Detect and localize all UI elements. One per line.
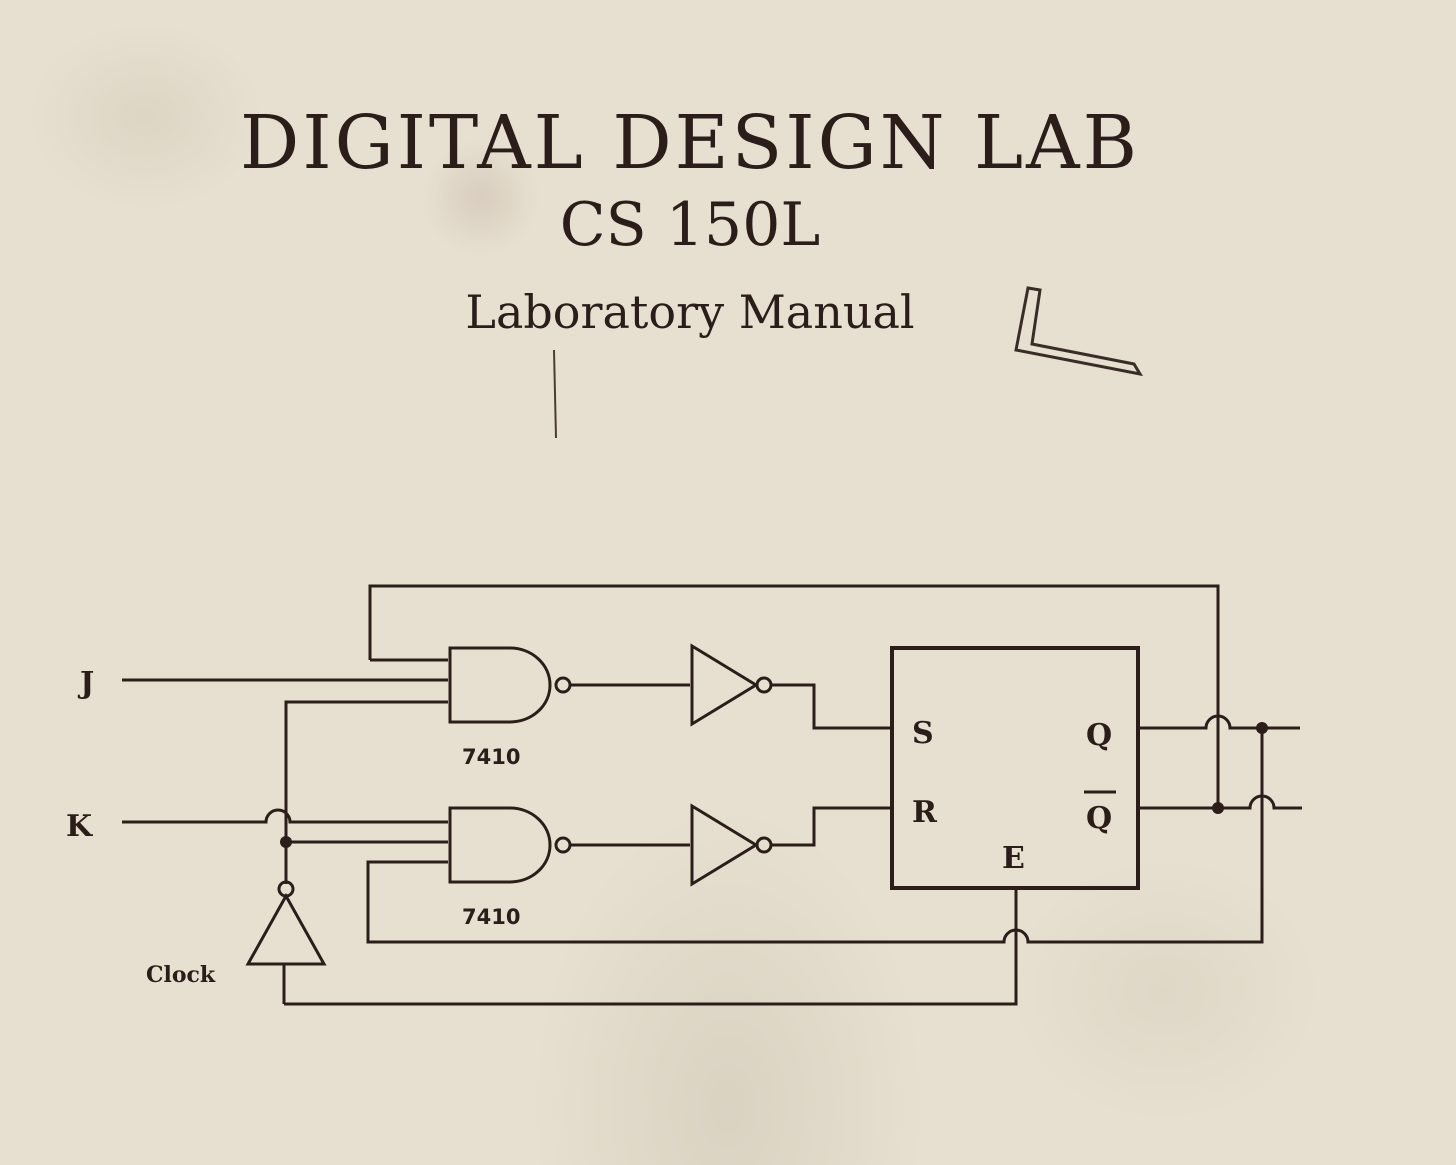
junction-q <box>1256 722 1268 734</box>
enable-wire <box>284 888 1018 1006</box>
junction-clock <box>280 836 292 848</box>
handwritten-mark <box>1014 286 1144 377</box>
clock-to-top-gate-wire <box>284 700 448 884</box>
lower-gate-chip-label: 7410 <box>462 905 520 929</box>
k-input-wire <box>122 808 448 824</box>
lower-inverter-bubble <box>755 836 773 854</box>
r-input-wire <box>771 806 892 847</box>
latch-q-bar-label: Q <box>1086 801 1112 836</box>
latch-s-label: S <box>912 716 934 751</box>
course-code: CS 150L <box>559 190 821 260</box>
s-input-wire <box>771 683 892 730</box>
junction-q-bar <box>1212 802 1224 814</box>
latch-q-label: Q <box>1086 718 1112 753</box>
upper-nand-gate <box>448 646 552 724</box>
cover-title: DIGITAL DESIGN LAB <box>240 100 1140 186</box>
k-label: K <box>66 809 93 844</box>
upper-gate-chip-label: 7410 <box>462 745 520 769</box>
pencil-stroke <box>553 349 557 439</box>
feedback-wire-top <box>368 584 1220 738</box>
lower-inverter <box>690 803 759 887</box>
lower-nand-gate <box>448 806 552 884</box>
latch-r-label: R <box>912 795 938 830</box>
clock-label: Clock <box>146 962 216 988</box>
upper-nand-bubble <box>554 676 572 694</box>
upper-inverter-bubble <box>755 676 773 694</box>
lower-nand-bubble <box>554 836 572 854</box>
latch-e-label: E <box>1002 841 1025 876</box>
clock-inverter <box>245 892 327 966</box>
upper-inverter <box>690 643 759 727</box>
cover-subtitle: Laboratory Manual <box>465 285 915 339</box>
j-label: J <box>77 666 94 701</box>
q-output-wire <box>1138 714 1300 730</box>
clock-inverter-bubble <box>277 880 295 898</box>
